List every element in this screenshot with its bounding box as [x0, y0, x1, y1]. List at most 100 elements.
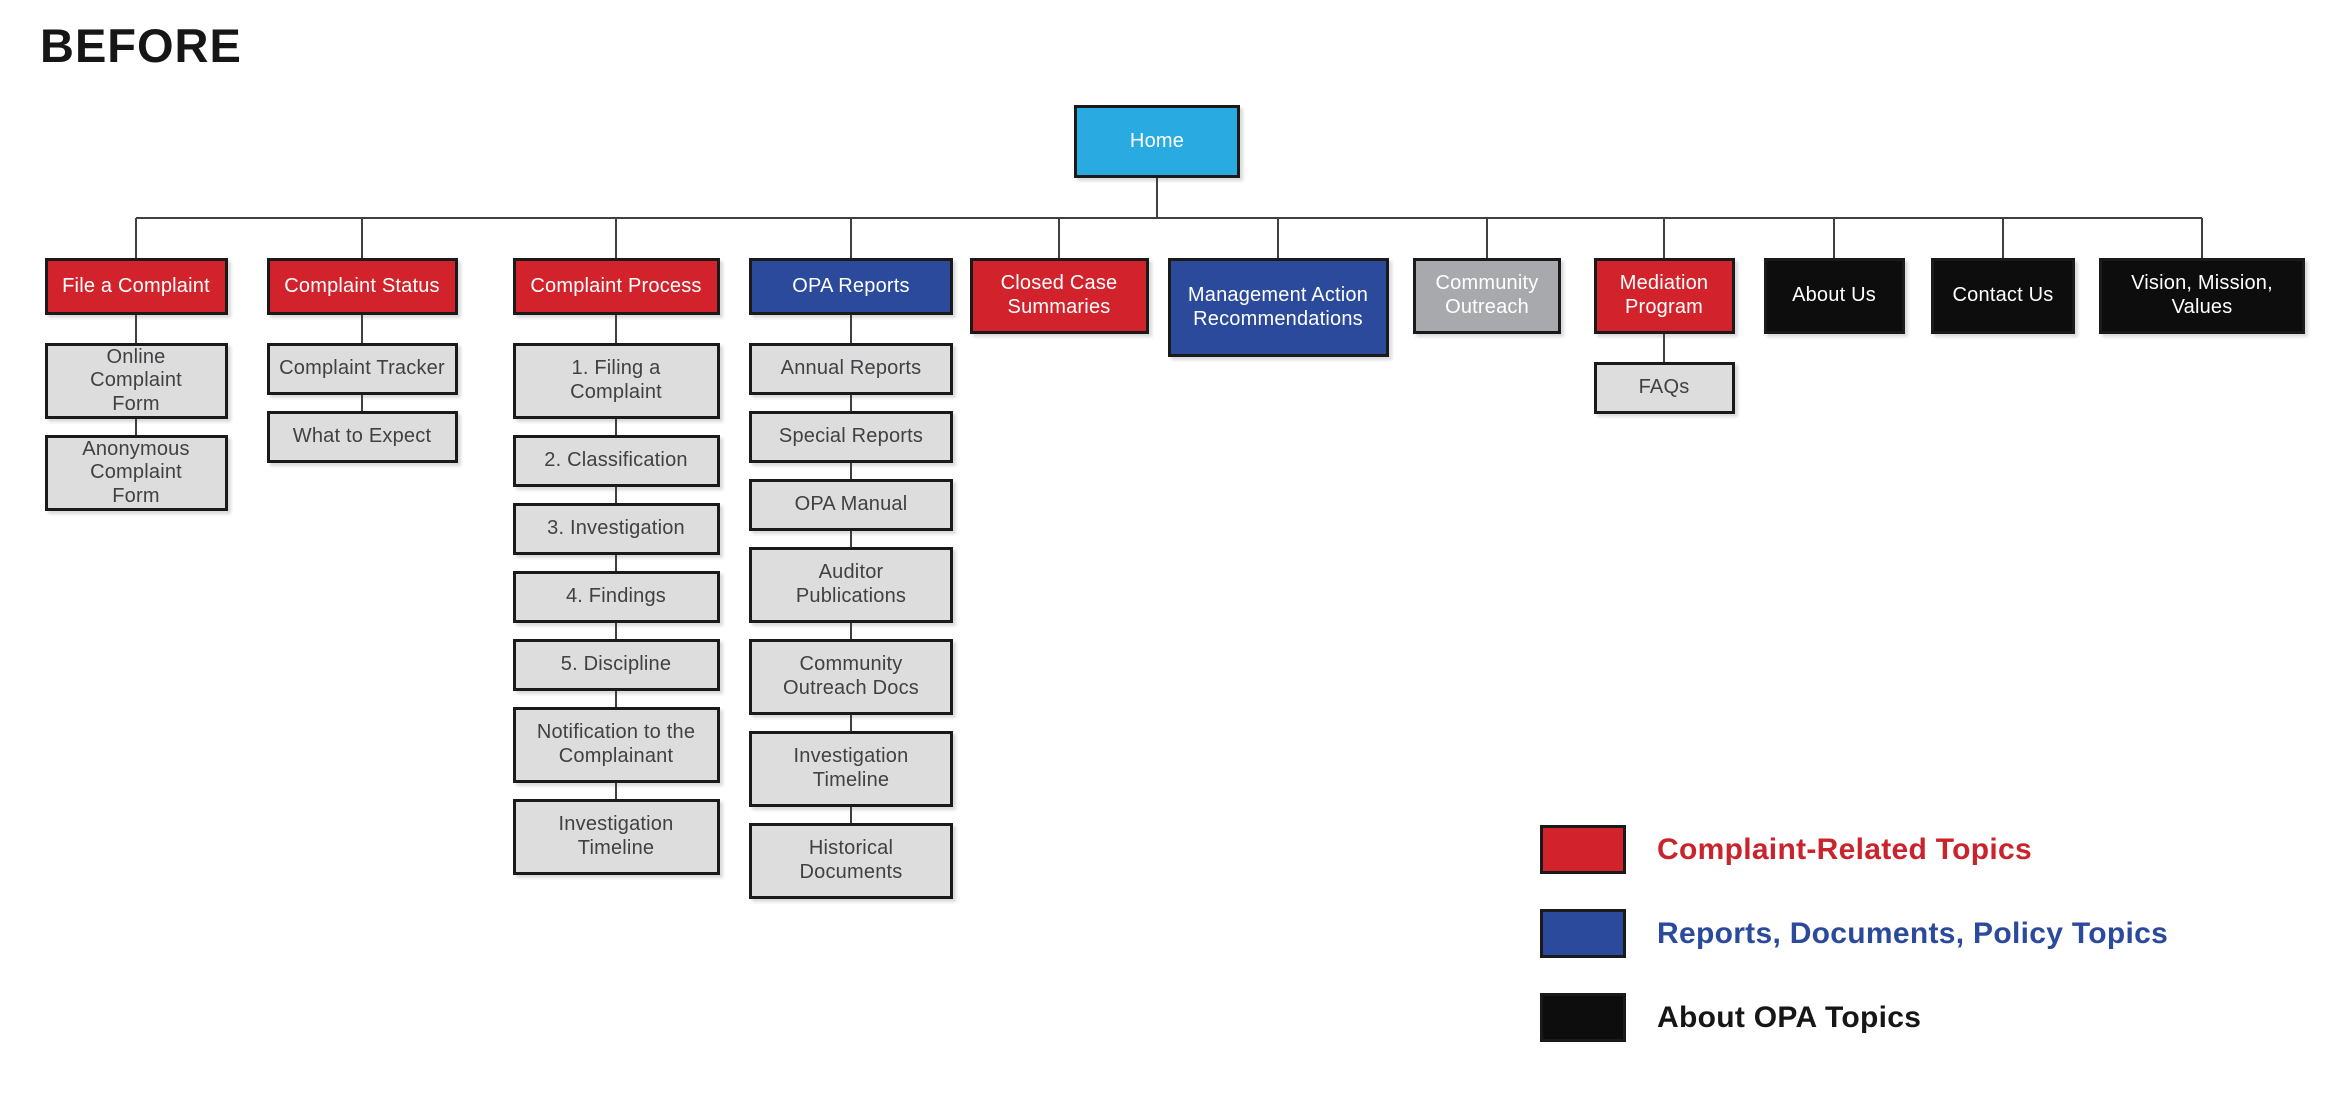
node-closed-case-summaries-label: Closed Case Summaries: [1000, 272, 1118, 318]
node-closed-case-summaries: Closed Case Summaries: [969, 258, 1149, 334]
legend: Complaint-Related Topics Reports, Docume…: [1540, 825, 2168, 1077]
node-2-classification: 2. Classification: [512, 435, 720, 487]
legend-item-reports-documents-policy: Reports, Documents, Policy Topics: [1540, 909, 2168, 958]
node-opa-manual: OPA Manual: [749, 479, 953, 531]
node-management-action-recommendations-label: Management Action Recommendations: [1187, 283, 1369, 330]
node-complaint-process-label: Complaint Process: [530, 274, 702, 297]
node-faqs-label: FAQs: [1638, 376, 1690, 399]
node-file-a-complaint: File a Complaint: [44, 258, 228, 315]
connector-trunk-line: [136, 217, 2202, 219]
legend-label-reports-documents-policy: Reports, Documents, Policy Topics: [1657, 916, 2169, 950]
node-investigation-timeline-label: Investigation Timeline: [793, 745, 909, 791]
connector-line: [1833, 218, 1835, 258]
node-historical-documents: Historical Documents: [749, 823, 953, 899]
connector-line: [850, 315, 852, 343]
connector-line: [615, 218, 617, 258]
connector-line: [850, 463, 852, 479]
connector-line: [615, 691, 617, 707]
connector-line: [135, 419, 137, 435]
node-anonymous-complaint-form-label: Anonymous Complaint Form: [82, 437, 190, 507]
node-vision-mission-values-label: Vision, Mission, Values: [2131, 272, 2273, 318]
legend-label-complaint-related: Complaint-Related Topics: [1657, 832, 2033, 866]
legend-swatch-black: [1540, 993, 1626, 1042]
connector-line: [850, 623, 852, 639]
connector-line: [1058, 218, 1060, 258]
node-opa-manual-label: OPA Manual: [794, 493, 908, 516]
node-management-action-recommendations: Management Action Recommendations: [1167, 258, 1389, 357]
node-investigation-timeline-label: Investigation Timeline: [558, 813, 674, 859]
node-special-reports: Special Reports: [749, 411, 953, 463]
connector-line: [615, 783, 617, 799]
node-online-complaint-form: Online Complaint Form: [44, 343, 228, 419]
connector-line: [615, 487, 617, 503]
connector-line: [361, 315, 363, 343]
node-complaint-tracker-label: Complaint Tracker: [279, 357, 445, 380]
node-contact-us: Contact Us: [1931, 258, 2075, 334]
legend-label-about-opa: About OPA Topics: [1657, 1000, 1922, 1034]
connector-line: [850, 395, 852, 411]
connector-line: [850, 807, 852, 823]
node-auditor-publications: Auditor Publications: [749, 547, 953, 623]
node-what-to-expect-label: What to Expect: [292, 425, 432, 448]
node-complaint-tracker: Complaint Tracker: [266, 343, 458, 395]
node-community-outreach: Community Outreach: [1413, 258, 1561, 334]
node-special-reports-label: Special Reports: [778, 425, 924, 448]
connector-line: [850, 531, 852, 547]
node-about-us: About Us: [1763, 258, 1905, 334]
connector-line: [615, 555, 617, 571]
node-faqs: FAQs: [1593, 362, 1735, 414]
node-1-filing-a-complaint-label: 1. Filing a Complaint: [570, 357, 662, 403]
connector-line: [1663, 218, 1665, 258]
legend-swatch-red: [1540, 825, 1626, 874]
node-annual-reports: Annual Reports: [749, 343, 953, 395]
node-2-classification-label: 2. Classification: [544, 449, 688, 472]
connector-line: [615, 623, 617, 639]
node-home-label: Home: [1129, 129, 1185, 152]
node-contact-us-label: Contact Us: [1952, 284, 2054, 307]
node-5-discipline: 5. Discipline: [512, 639, 720, 691]
legend-item-about-opa: About OPA Topics: [1540, 993, 2168, 1042]
node-4-findings-label: 4. Findings: [565, 585, 667, 608]
node-mediation-program: Mediation Program: [1593, 258, 1735, 334]
connector-line: [2002, 218, 2004, 258]
connector-line: [135, 315, 137, 343]
node-community-outreach-docs-label: Community Outreach Docs: [783, 653, 919, 699]
node-community-outreach-docs: Community Outreach Docs: [749, 639, 953, 715]
node-complaint-process: Complaint Process: [512, 258, 720, 315]
node-anonymous-complaint-form: Anonymous Complaint Form: [44, 435, 228, 511]
connector-line: [615, 315, 617, 343]
node-mediation-program-label: Mediation Program: [1619, 272, 1709, 318]
node-3-investigation-label: 3. Investigation: [547, 517, 685, 540]
connector-line: [850, 715, 852, 731]
node-4-findings: 4. Findings: [512, 571, 720, 623]
connector-line: [135, 218, 137, 258]
connector-line: [2201, 218, 2203, 258]
connector-line: [361, 218, 363, 258]
connector-line: [361, 395, 363, 411]
node-opa-reports: OPA Reports: [749, 258, 953, 315]
connector-line: [1156, 178, 1158, 218]
node-home: Home: [1074, 105, 1240, 178]
node-what-to-expect: What to Expect: [266, 411, 458, 463]
connector-line: [1277, 218, 1279, 258]
node-complaint-status: Complaint Status: [266, 258, 458, 315]
node-historical-documents-label: Historical Documents: [799, 837, 903, 883]
node-online-complaint-form-label: Online Complaint Form: [90, 345, 182, 415]
connector-line: [850, 218, 852, 258]
node-3-investigation: 3. Investigation: [512, 503, 720, 555]
node-file-a-complaint-label: File a Complaint: [62, 274, 210, 297]
node-notification-to-the-complainant: Notification to the Complainant: [512, 707, 720, 783]
legend-swatch-navy: [1540, 909, 1626, 958]
node-investigation-timeline: Investigation Timeline: [749, 731, 953, 807]
node-5-discipline-label: 5. Discipline: [560, 653, 672, 676]
node-about-us-label: About Us: [1792, 284, 1876, 307]
node-annual-reports-label: Annual Reports: [780, 357, 922, 380]
node-complaint-status-label: Complaint Status: [284, 274, 440, 297]
node-vision-mission-values: Vision, Mission, Values: [2099, 258, 2305, 334]
connector-line: [1486, 218, 1488, 258]
node-auditor-publications-label: Auditor Publications: [795, 561, 907, 607]
node-investigation-timeline: Investigation Timeline: [512, 799, 720, 875]
page-title: BEFORE: [40, 19, 242, 72]
connector-line: [615, 419, 617, 435]
